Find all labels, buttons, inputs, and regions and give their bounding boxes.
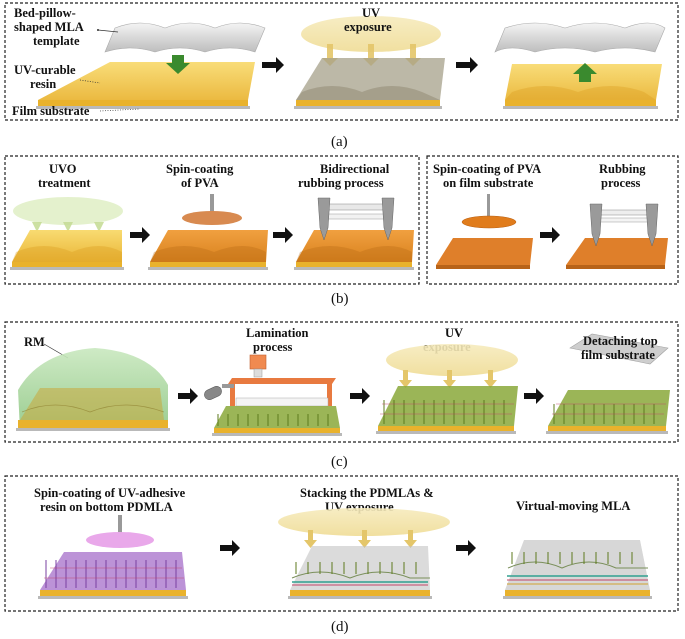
label-uv-a-2: exposure bbox=[344, 20, 392, 34]
label-uvo-1: UVO bbox=[49, 162, 77, 176]
lamination-frame bbox=[228, 378, 336, 406]
panel-b-right-frame bbox=[426, 155, 679, 285]
adhesive-drop bbox=[86, 532, 154, 548]
label-rubbing-2: process bbox=[601, 176, 640, 190]
uvo-lamp bbox=[13, 197, 123, 225]
label-rubbing-1: Rubbing bbox=[599, 162, 646, 176]
label-detach-1: Detaching top bbox=[583, 334, 658, 348]
mla-template bbox=[104, 22, 266, 53]
label-spin-film-2: on film substrate bbox=[443, 176, 534, 190]
pressure-head bbox=[249, 354, 267, 370]
label-template-3: template bbox=[33, 34, 80, 48]
step-a3-detach bbox=[494, 22, 666, 109]
label-resin-2: resin bbox=[30, 77, 56, 91]
label-lamination-2: process bbox=[253, 340, 292, 354]
caption-c: (c) bbox=[331, 454, 348, 470]
step-b4-spin-pva-film: Spin-coating of PVA on film substrate bbox=[433, 162, 541, 269]
uv-lamp bbox=[301, 16, 441, 52]
label-substrate: Film substrate bbox=[12, 104, 90, 118]
label-spin-pva-2: of PVA bbox=[181, 176, 219, 190]
step-b2-spin-pva: Spin-coating of PVA bbox=[148, 162, 268, 270]
pva-nozzle bbox=[210, 194, 214, 212]
label-uvo-2: treatment bbox=[38, 176, 91, 190]
pva-film-nozzle bbox=[487, 194, 490, 218]
flow-arrow-b2 bbox=[273, 227, 293, 243]
label-lamination-1: Lamination bbox=[246, 326, 309, 340]
flow-arrow-c2 bbox=[350, 388, 370, 404]
adhesive-nozzle bbox=[118, 515, 122, 535]
rubbing-roller bbox=[317, 197, 395, 241]
flow-arrow-c1 bbox=[178, 388, 198, 404]
step-c3-uv-exposure: UV exposure bbox=[376, 326, 518, 434]
panel-a-frame bbox=[4, 2, 679, 121]
step-c4-detach: Detaching top film substrate bbox=[546, 333, 670, 434]
flow-arrow-d1 bbox=[220, 540, 240, 556]
step-c2-lamination: Lamination process bbox=[204, 326, 342, 436]
step-b5-rubbing: Rubbing process bbox=[566, 162, 668, 269]
label-spin-pva-1: Spin-coating bbox=[166, 162, 234, 176]
label-bidir-2: rubbing process bbox=[298, 176, 384, 190]
caption-b: (b) bbox=[331, 291, 349, 307]
step-d1-spin-adhesive: Spin-coating of UV-adhesive resin on bot… bbox=[34, 486, 188, 599]
step-a1-template-over-resin: Bed-pillow- shaped MLA template UV-curab… bbox=[12, 6, 266, 118]
label-spin-adhesive-1: Spin-coating of UV-adhesive bbox=[34, 486, 186, 500]
step-d3-virtual-mla: Virtual-moving MLA bbox=[503, 499, 652, 599]
label-virtual: Virtual-moving MLA bbox=[516, 499, 630, 513]
step-b3-bidirectional-rubbing: Bidirectional rubbing process bbox=[294, 162, 414, 270]
label-template-1: Bed-pillow- bbox=[14, 6, 76, 20]
flow-arrow-a2 bbox=[456, 57, 478, 73]
label-rm: RM bbox=[24, 335, 45, 349]
step-d2-stacking: Stacking the PDMLAs & UV exposure bbox=[278, 486, 450, 599]
label-resin-1: UV-curable bbox=[14, 63, 76, 77]
uv-lamp-d bbox=[278, 508, 450, 536]
rubbing-roller-film bbox=[589, 203, 659, 247]
film-substrate bbox=[36, 106, 250, 109]
lamination-roller bbox=[235, 397, 329, 407]
step-c1-rm: RM bbox=[16, 335, 170, 431]
caption-a: (a) bbox=[331, 134, 348, 150]
top-film-substrate bbox=[569, 333, 669, 365]
flow-arrow-b3 bbox=[540, 227, 560, 243]
resin-layer bbox=[36, 62, 255, 109]
label-spin-film-1: Spin-coating of PVA bbox=[433, 162, 541, 176]
label-uv-a-1: UV bbox=[362, 6, 380, 20]
flow-arrow-b1 bbox=[130, 227, 150, 243]
hand-roller bbox=[204, 384, 234, 400]
panel-d-frame bbox=[4, 475, 679, 612]
green-up-arrow bbox=[573, 63, 597, 82]
panel-b-left-frame bbox=[4, 155, 420, 285]
step-b1-uvo: UVO treatment bbox=[10, 162, 124, 270]
label-spin-adhesive-2: resin on bottom PDMLA bbox=[40, 500, 173, 514]
uv-lamp-c bbox=[386, 344, 518, 376]
flow-arrow-d2 bbox=[456, 540, 476, 556]
flow-arrow-a1 bbox=[262, 57, 284, 73]
caption-d: (d) bbox=[331, 619, 349, 635]
label-bidir-1: Bidirectional bbox=[320, 162, 390, 176]
flow-arrow-c3 bbox=[524, 388, 544, 404]
label-template-2: shaped MLA bbox=[14, 20, 84, 34]
pva-drop bbox=[182, 211, 242, 225]
step-a2-uv-exposure: UV exposure bbox=[294, 6, 445, 109]
label-stacking-1: Stacking the PDMLAs & bbox=[300, 486, 434, 500]
label-detach-2: film substrate bbox=[581, 348, 655, 362]
green-down-arrow bbox=[166, 55, 190, 74]
label-uv-c-1: UV bbox=[445, 326, 463, 340]
panel-c-frame bbox=[4, 321, 679, 443]
